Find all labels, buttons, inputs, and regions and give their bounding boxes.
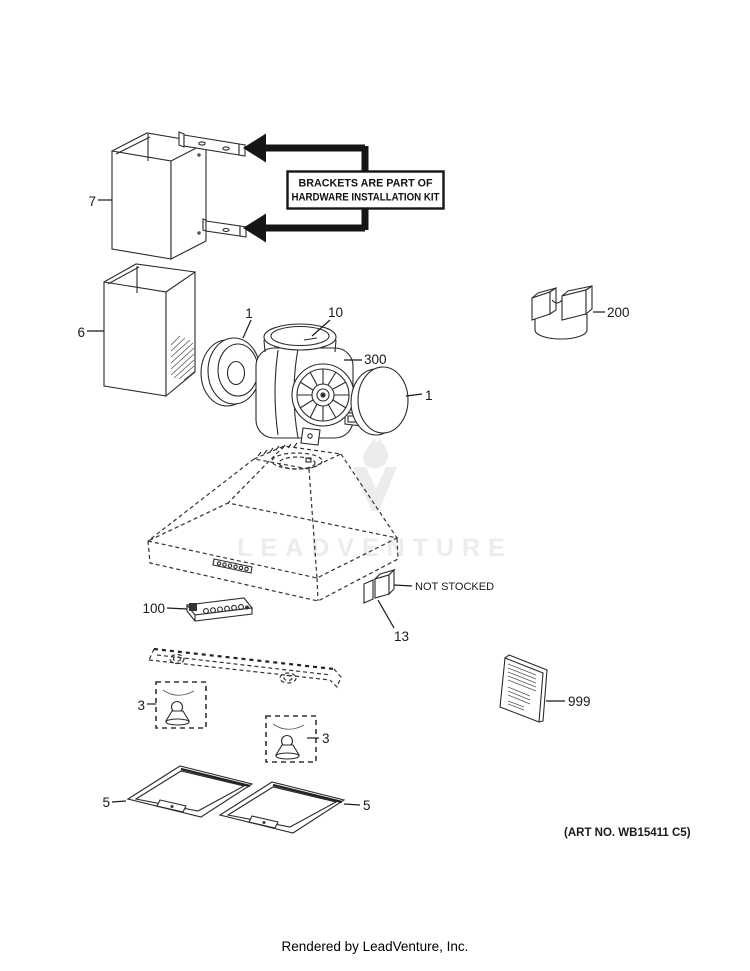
not-stocked-note: NOT STOCKED (393, 581, 494, 593)
lamp-right-label: 3 (307, 731, 330, 746)
mounting-bracket-top (178, 131, 246, 157)
part-label-13: 13 (394, 629, 409, 644)
hood-button-strip (212, 558, 253, 574)
vent-hatch (170, 335, 196, 381)
blower-label: 300 (344, 352, 387, 367)
damper-ring-left (200, 337, 261, 407)
damper-disc-right (350, 366, 409, 436)
upper-chimney-label: 7 (88, 194, 112, 209)
callout-line1: BRACKETS ARE PART OF (299, 178, 434, 190)
not-stocked-part (363, 568, 396, 604)
lamp-panel-dashed (148, 647, 342, 689)
watermark-v-icon (353, 467, 397, 511)
outlet-collar-label: 10 (311, 305, 343, 337)
damper-left-label: 1 (242, 306, 253, 339)
filter-left-label: 5 (102, 795, 127, 810)
rendered-by-credit: Rendered by LeadVenture, Inc. (282, 939, 469, 954)
part-label-7: 7 (88, 194, 96, 209)
watermark-flame-icon (363, 438, 389, 469)
lamp-right (265, 715, 317, 763)
literature-label: 999 (546, 694, 591, 709)
mounting-bracket-bottom (202, 218, 247, 238)
lower-chimney-cover (103, 263, 196, 398)
lamp-left-label: 3 (137, 698, 156, 713)
not-stocked-number-label: 13 (377, 599, 409, 644)
part-label-6: 6 (77, 325, 85, 340)
part-label-1-right: 1 (425, 388, 433, 403)
leadventure-watermark: LEADVENTURE (237, 438, 513, 562)
blower-assembly (255, 323, 363, 446)
part-label-300: 300 (364, 352, 387, 367)
hardware-kit-callout: BRACKETS ARE PART OF HARDWARE INSTALLATI… (286, 170, 445, 210)
control-switch (185, 597, 254, 622)
grease-filter-right (218, 781, 346, 834)
duct-adapter (531, 284, 593, 340)
part-label-100: 100 (142, 601, 165, 616)
lower-chimney-label: 6 (77, 325, 104, 340)
upper-chimney-cover (111, 132, 207, 260)
filter-right-label: 5 (343, 798, 371, 813)
control-switch-label: 100 (142, 601, 188, 616)
part-label-200: 200 (607, 305, 630, 320)
part-label-999: 999 (568, 694, 591, 709)
part-label-5-right: 5 (363, 798, 371, 813)
callout-line2: HARDWARE INSTALLATION KIT (292, 192, 440, 204)
literature-booklet (499, 654, 548, 723)
fan-face (291, 363, 355, 427)
part-label-10: 10 (328, 305, 343, 320)
not-stocked-text: NOT STOCKED (415, 581, 494, 593)
hood-body (146, 442, 399, 602)
watermark-text: LEADVENTURE (237, 534, 513, 562)
part-label-3-left: 3 (137, 698, 145, 713)
art-number: (ART NO. WB15411 C5) (564, 827, 691, 839)
duct-adapter-label: 200 (593, 305, 630, 320)
part-label-1-left: 1 (245, 306, 253, 321)
part-label-3-right: 3 (322, 731, 330, 746)
lamp-left (155, 681, 207, 729)
damper-right-label: 1 (405, 388, 433, 403)
grease-filter-left (126, 765, 254, 818)
part-label-5-left: 5 (102, 795, 110, 810)
